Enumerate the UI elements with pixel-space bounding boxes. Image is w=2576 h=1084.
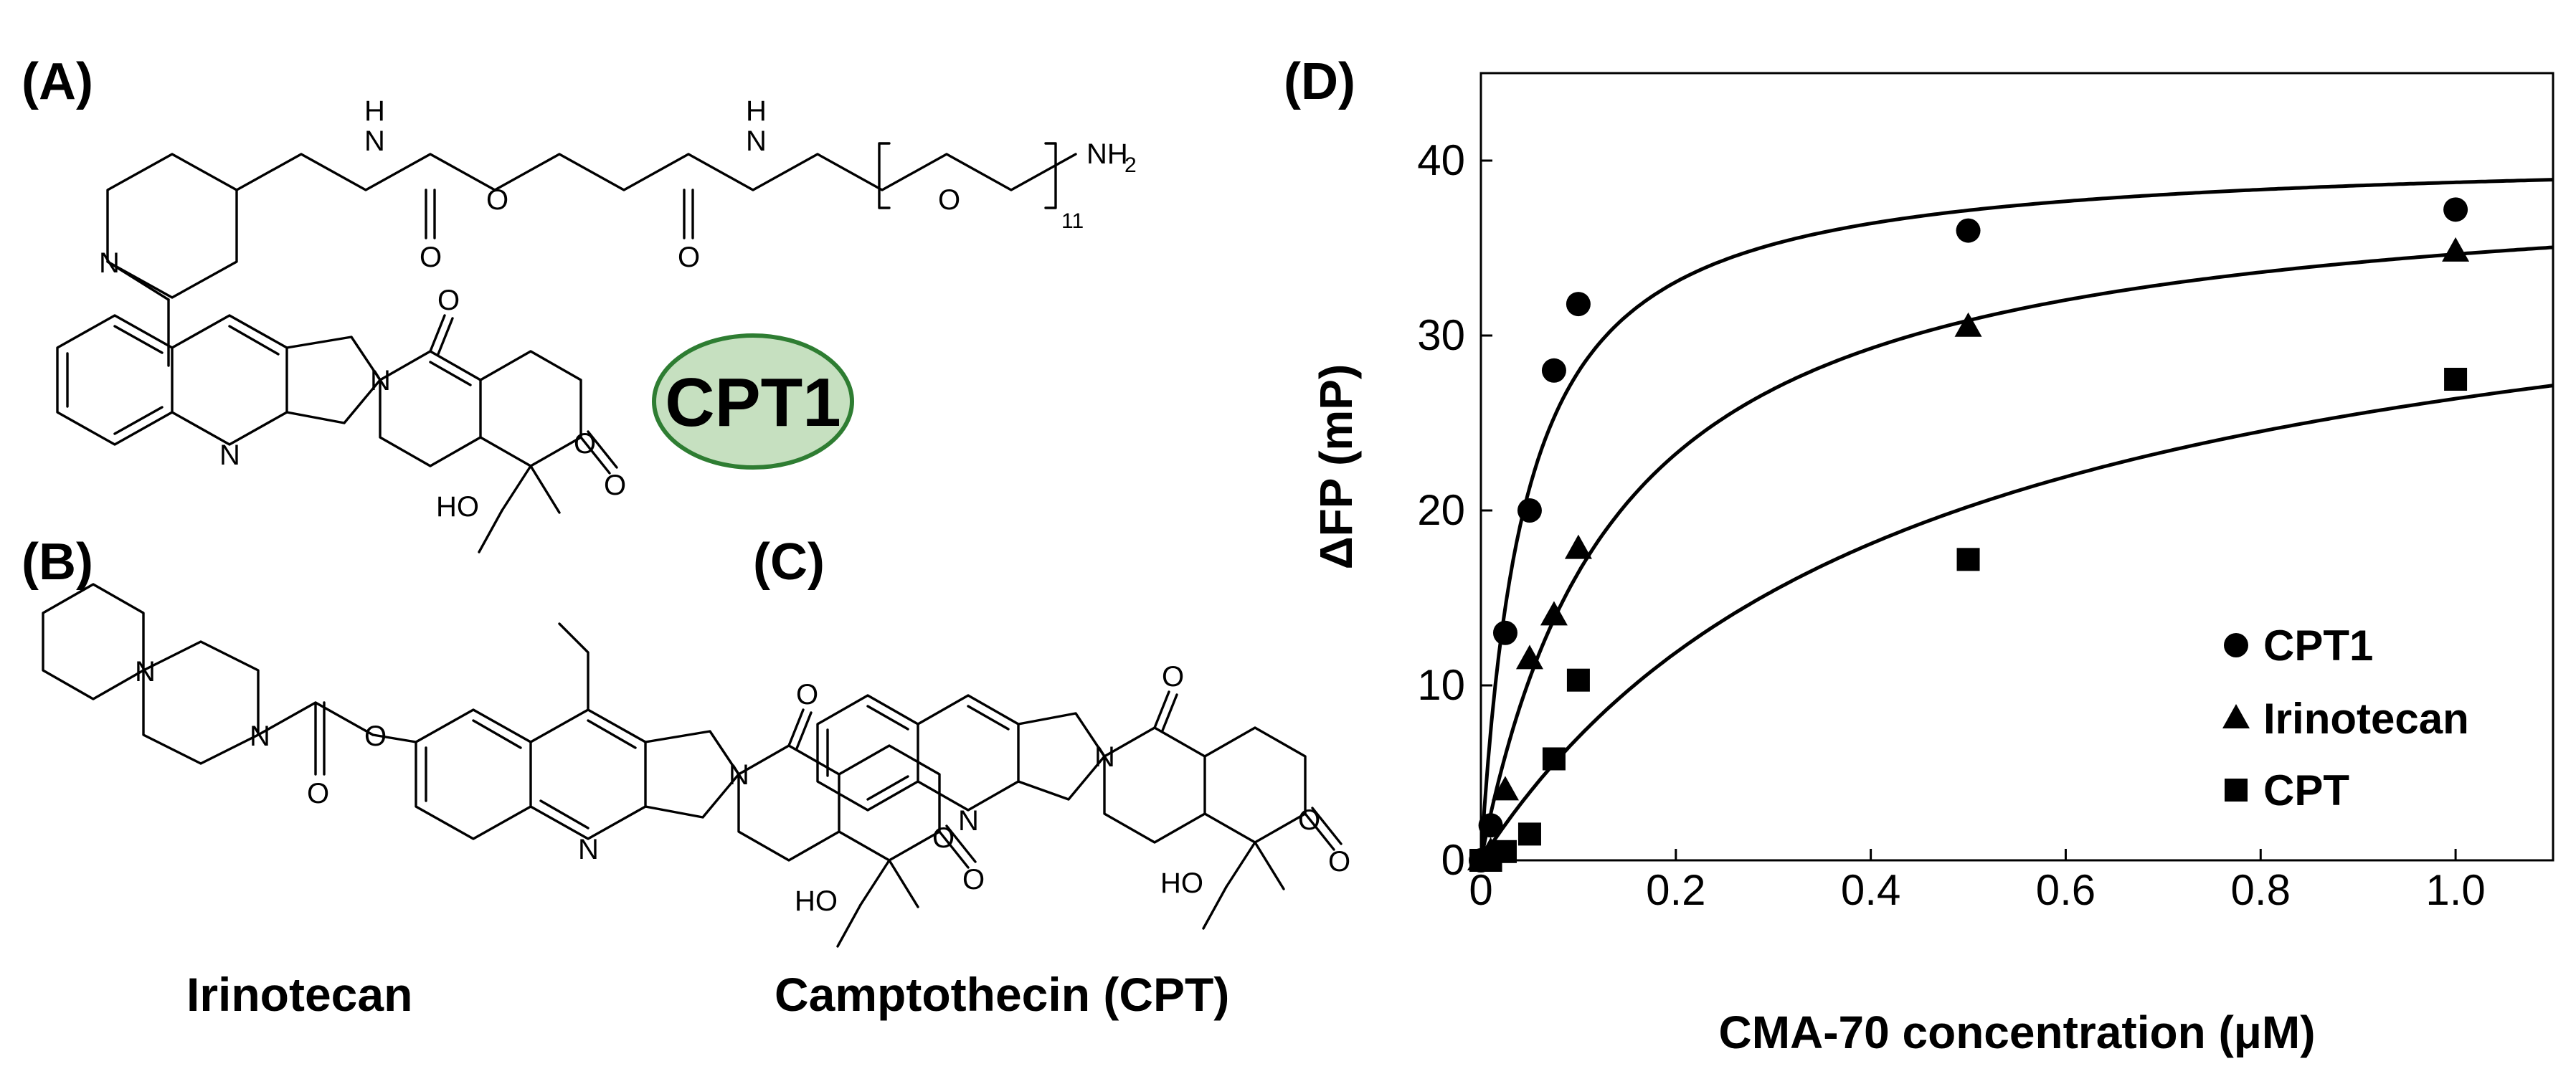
atom-n: N <box>99 247 120 279</box>
data-point-irinotecan <box>1540 601 1568 626</box>
atom-n: N <box>370 365 391 396</box>
y-tick-label: 40 <box>1417 136 1465 184</box>
data-point-cpt1 <box>1478 813 1503 838</box>
legend-marker-cpt <box>2225 779 2248 802</box>
atom-o: O <box>364 721 387 752</box>
x-tick-label: 0.6 <box>2036 866 2096 914</box>
legend-marker-irinotecan <box>2222 704 2250 728</box>
atom-o: O <box>1328 846 1350 878</box>
data-point-cpt <box>2444 368 2468 391</box>
data-point-cpt1 <box>1541 358 1566 383</box>
atom-o: O <box>574 428 596 460</box>
atom-n: N <box>958 805 979 837</box>
legend-marker-cpt1 <box>2224 633 2248 657</box>
data-point-cpt <box>1956 548 1980 571</box>
atom-o: O <box>486 184 508 216</box>
peg-repeat-count: 11 <box>1061 209 1084 233</box>
atom-h: H <box>364 95 385 127</box>
panel-a-label: (A) <box>22 53 93 110</box>
data-point-irinotecan <box>1491 776 1519 801</box>
irinotecan-caption: Irinotecan <box>186 968 412 1021</box>
atom-o: O <box>437 285 460 316</box>
cpt1-badge-ellipse <box>652 333 854 470</box>
x-tick-label: 0.4 <box>1841 866 1900 914</box>
atom-o: O <box>962 864 985 895</box>
data-point-cpt <box>1542 747 1566 771</box>
camptothecin-caption: Camptothecin (CPT) <box>775 968 1229 1021</box>
data-point-irinotecan <box>1564 534 1592 559</box>
fit-curve-irinotecan <box>1481 245 2553 860</box>
cpt1-structure <box>56 142 1077 553</box>
atom-n: N <box>729 759 749 791</box>
irinotecan-atom-labels: N N O O N N O O O HO <box>135 656 985 917</box>
panel-b: (B) <box>22 533 985 1021</box>
atom-h: H <box>746 95 767 127</box>
panel-d-label: (D) <box>1284 53 1355 110</box>
data-point-irinotecan <box>2442 237 2470 262</box>
data-point-cpt1 <box>1492 620 1517 645</box>
atom-n: N <box>1094 741 1115 773</box>
plot-frame <box>1479 72 2554 862</box>
atom-o: O <box>1162 661 1184 693</box>
atom-nh2-subscript: 2 <box>1124 153 1137 177</box>
x-tick-label: 0 <box>1469 866 1492 914</box>
data-point-cpt <box>1493 840 1517 863</box>
atom-ho: HO <box>436 491 479 523</box>
fit-curve-cpt <box>1481 384 2553 860</box>
data-point-cpt1 <box>1566 292 1591 317</box>
atom-n: N <box>578 834 599 865</box>
irinotecan-structure <box>42 583 977 948</box>
data-point-cpt <box>1566 668 1590 692</box>
data-point-irinotecan <box>1515 645 1543 670</box>
cpt1-badge: CPT1 <box>652 333 854 470</box>
panel-a: (A) <box>22 53 1137 553</box>
x-tick-label: 0.2 <box>1646 866 1705 914</box>
atom-n: N <box>135 656 156 688</box>
atom-o: O <box>307 778 329 809</box>
camptothecin-atom-labels: N N O O O HO <box>958 661 1350 899</box>
y-tick-label: 30 <box>1417 311 1465 359</box>
atom-o: O <box>678 242 700 273</box>
data-point-cpt1 <box>1517 498 1542 523</box>
atom-nh2: NH <box>1086 138 1128 170</box>
panel-c: (C) N N O O O HO Camptothecin (CPT) <box>753 533 1350 1021</box>
legend-label-cpt1: CPT1 <box>2263 622 2373 670</box>
panel-b-label: (B) <box>22 533 93 591</box>
x-tick-label: 0.8 <box>2231 866 2291 914</box>
panel-c-label: (C) <box>753 533 825 591</box>
atom-n: N <box>746 125 767 157</box>
atom-o: O <box>604 470 626 501</box>
camptothecin-structure <box>816 690 1343 930</box>
fit-curve-cpt1 <box>1481 178 2553 860</box>
atom-o: O <box>420 242 442 273</box>
x-axis-label: CMA-70 concentration (μM) <box>1718 1007 2315 1058</box>
atom-o: O <box>1298 804 1320 836</box>
data-point-cpt1 <box>2443 197 2468 222</box>
atom-n: N <box>250 721 270 752</box>
atom-ho: HO <box>1160 867 1203 899</box>
cpt1-badge-text: CPT1 <box>665 364 840 441</box>
y-tick-label: 20 <box>1417 486 1465 534</box>
atom-o: O <box>938 184 960 216</box>
legend-label-cpt: CPT <box>2263 766 2349 814</box>
y-tick-label: 0 <box>1441 836 1465 884</box>
y-tick-label: 10 <box>1417 661 1465 709</box>
atom-ho: HO <box>795 885 838 917</box>
atom-o: O <box>796 679 818 710</box>
atom-n: N <box>219 439 240 471</box>
legend-label-irinotecan: Irinotecan <box>2263 695 2469 743</box>
y-axis-label: ΔFP (mP) <box>1310 364 1362 570</box>
cpt1-atom-labels: N N H O O O N H O 11 NH 2 N N O O O HO <box>99 95 1137 523</box>
data-point-irinotecan <box>1954 312 1982 337</box>
data-point-cpt1 <box>1956 218 1981 243</box>
atom-o: O <box>932 822 955 854</box>
x-tick-label: 1.0 <box>2425 866 2485 914</box>
data-point-cpt <box>1517 822 1541 846</box>
atom-n: N <box>364 125 385 157</box>
